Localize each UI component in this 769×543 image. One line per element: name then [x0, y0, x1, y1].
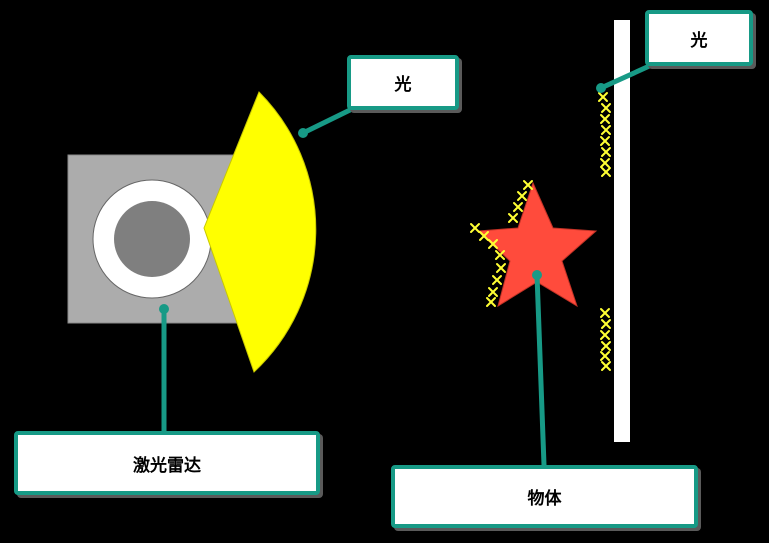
connector-light-2: [598, 60, 659, 91]
connector-dot-light-2: [596, 83, 606, 93]
connector-dot-lidar: [159, 304, 169, 314]
connector-light-1: [300, 107, 353, 136]
lidar-lens-icon: [114, 201, 190, 277]
connector-object: [534, 272, 547, 468]
wall-sparkles-lower: [600, 308, 611, 371]
connector-dot-object: [532, 270, 542, 280]
light-label-2: 光: [645, 10, 753, 66]
light-label-2-text: 光: [690, 30, 708, 51]
object-label: 物体: [391, 465, 698, 528]
lidar-label: 激光雷达: [14, 431, 320, 495]
light-label-1-text: 光: [394, 75, 412, 95]
object-label-text: 物体: [527, 489, 562, 509]
light-label-1: 光: [347, 55, 459, 110]
light-beam-sector: [203, 91, 317, 373]
lidar-label-text: 激光雷达: [133, 455, 201, 476]
connector-dot-light-1: [298, 128, 308, 138]
wall-bar: [614, 20, 630, 442]
wall-sparkles-upper: [598, 92, 611, 177]
